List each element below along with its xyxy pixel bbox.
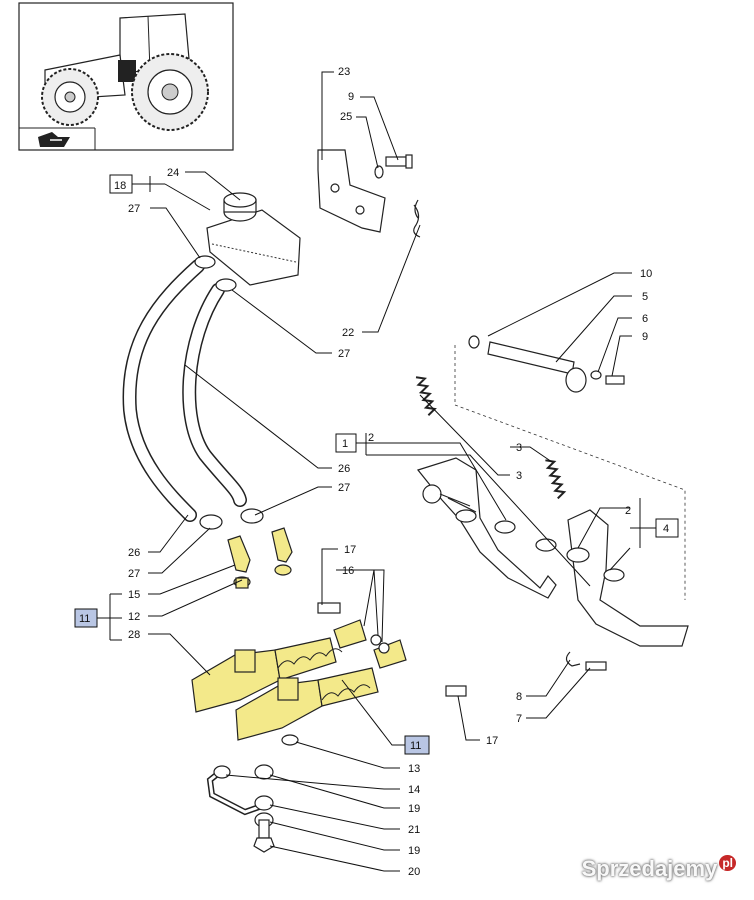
clip-part <box>413 199 421 238</box>
label-26: 26 <box>128 547 140 559</box>
pin-part <box>317 602 467 697</box>
hose-part <box>122 259 247 522</box>
pedal-left-part <box>416 457 557 599</box>
label-3: 3 <box>516 470 522 482</box>
label-17: 17 <box>486 735 498 747</box>
return-spring-part <box>415 376 567 500</box>
fittings-stack-part <box>213 734 299 853</box>
label-25: 25 <box>340 111 352 123</box>
bundy-pipe-part <box>206 769 263 816</box>
master-cylinder-part <box>191 637 379 741</box>
leader-lines <box>97 71 656 872</box>
page-arrow-icon[interactable] <box>38 132 70 147</box>
label-16: 16 <box>342 565 354 577</box>
label-11: 11 <box>410 740 421 752</box>
label-22: 22 <box>342 327 354 339</box>
label-27: 27 <box>338 482 350 494</box>
label-9: 9 <box>348 91 354 103</box>
label-20: 20 <box>408 866 420 878</box>
pedal-right-part <box>535 509 689 647</box>
label-19: 19 <box>408 803 420 815</box>
label-1: 1 <box>342 438 348 450</box>
label-27: 27 <box>128 568 140 580</box>
label-7: 7 <box>516 713 522 725</box>
label-5: 5 <box>642 291 648 303</box>
label-13: 13 <box>408 763 420 775</box>
clevis-part <box>333 619 407 669</box>
label-6: 6 <box>642 313 648 325</box>
latch-pin-part <box>565 651 607 671</box>
label-11: 11 <box>79 613 90 625</box>
label-2: 2 <box>625 505 631 517</box>
label-18: 18 <box>114 180 126 192</box>
hose-clamp-part <box>194 255 264 530</box>
label-8: 8 <box>516 691 522 703</box>
fluid-reservoir-part <box>206 192 301 286</box>
label-27: 27 <box>338 348 350 360</box>
pedal-shaft-part <box>468 335 625 393</box>
label-10: 10 <box>640 268 652 280</box>
label-9: 9 <box>642 331 648 343</box>
bracket-part <box>317 149 386 233</box>
elbow-fitting-part <box>227 527 293 589</box>
label-21: 21 <box>408 824 420 836</box>
dashed-frame <box>454 345 686 600</box>
callout-labels: 23 9 25 24 18 27 22 27 10 5 6 9 1 2 3 3 … <box>79 66 669 878</box>
label-2: 2 <box>368 432 374 444</box>
label-26: 26 <box>338 463 350 475</box>
label-19: 19 <box>408 845 420 857</box>
label-28: 28 <box>128 629 140 641</box>
label-24: 24 <box>167 167 179 179</box>
tractor-thumbnail-icon <box>18 2 234 151</box>
label-27: 27 <box>128 203 140 215</box>
label-15: 15 <box>128 589 140 601</box>
label-14: 14 <box>408 784 420 796</box>
label-4: 4 <box>663 523 669 535</box>
label-3: 3 <box>516 442 522 454</box>
watermark-text: Sprzedajemy <box>581 856 718 881</box>
watermark-dot: pl <box>719 855 736 871</box>
label-12: 12 <box>128 611 140 623</box>
label-23: 23 <box>338 66 350 78</box>
bolt-part <box>374 154 413 179</box>
label-17: 17 <box>344 544 356 556</box>
